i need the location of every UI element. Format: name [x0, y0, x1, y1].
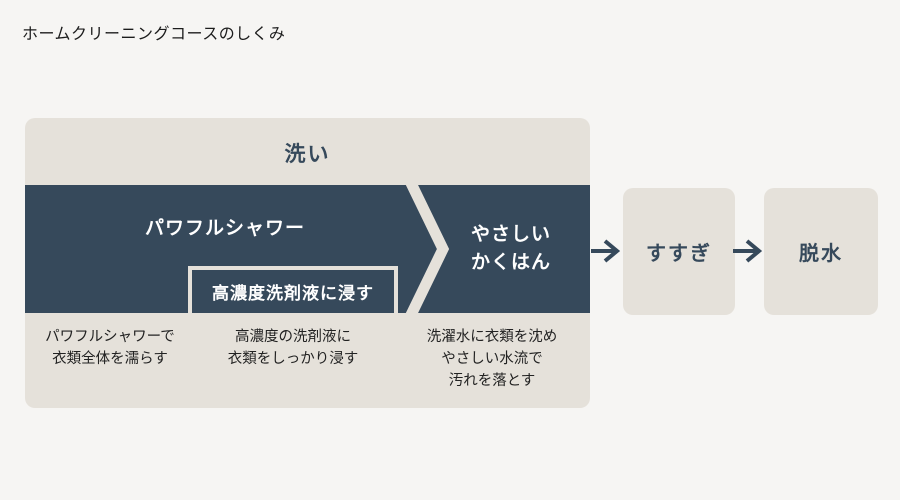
spin-stage-box: 脱水: [764, 188, 878, 315]
page-title: ホームクリーニングコースのしくみ: [22, 26, 286, 43]
wash-stage-panel: 洗い パワフルシャワー 高濃度洗剤液に浸す やさしい かくはん パワフルシャワー…: [25, 118, 590, 408]
description-powerful-shower: パワフルシャワーで 衣類全体を濡らす: [25, 326, 195, 370]
wash-process-band: パワフルシャワー 高濃度洗剤液に浸す やさしい かくはん: [25, 185, 590, 313]
description-line: パワフルシャワーで: [45, 329, 175, 345]
rinse-stage-box: すすぎ: [623, 188, 735, 315]
soak-detergent-label: 高濃度洗剤液に浸す: [212, 284, 374, 303]
rinse-stage-label: すすぎ: [646, 243, 712, 265]
chevron-divider-icon: [405, 185, 450, 313]
description-line: 衣類全体を濡らす: [52, 351, 168, 367]
powerful-shower-label: パワフルシャワー: [144, 218, 305, 239]
gentle-agitation-label: やさしい かくはん: [445, 221, 577, 277]
description-soak: 高濃度の洗剤液に 衣類をしっかり浸す: [208, 326, 378, 370]
description-gentle-agitation: 洗濯水に衣類を沈め やさしい水流で 汚れを落とす: [402, 326, 582, 392]
description-line: 洗濯水に衣類を沈め: [426, 329, 558, 345]
arrow-right-icon: [733, 239, 763, 263]
spin-stage-label: 脱水: [799, 243, 843, 265]
soak-detergent-box: 高濃度洗剤液に浸す: [188, 266, 398, 313]
wash-stage-title: 洗い: [284, 143, 331, 166]
arrow-right-icon: [591, 239, 621, 263]
description-line: 衣類をしっかり浸す: [227, 351, 359, 367]
gentle-agitation-line1: やさしい: [470, 224, 551, 245]
gentle-agitation-line2: かくはん: [470, 252, 551, 273]
description-line: やさしい水流で: [441, 351, 543, 367]
description-line: 汚れを落とす: [448, 373, 536, 389]
description-line: 高濃度の洗剤液に: [235, 329, 351, 345]
